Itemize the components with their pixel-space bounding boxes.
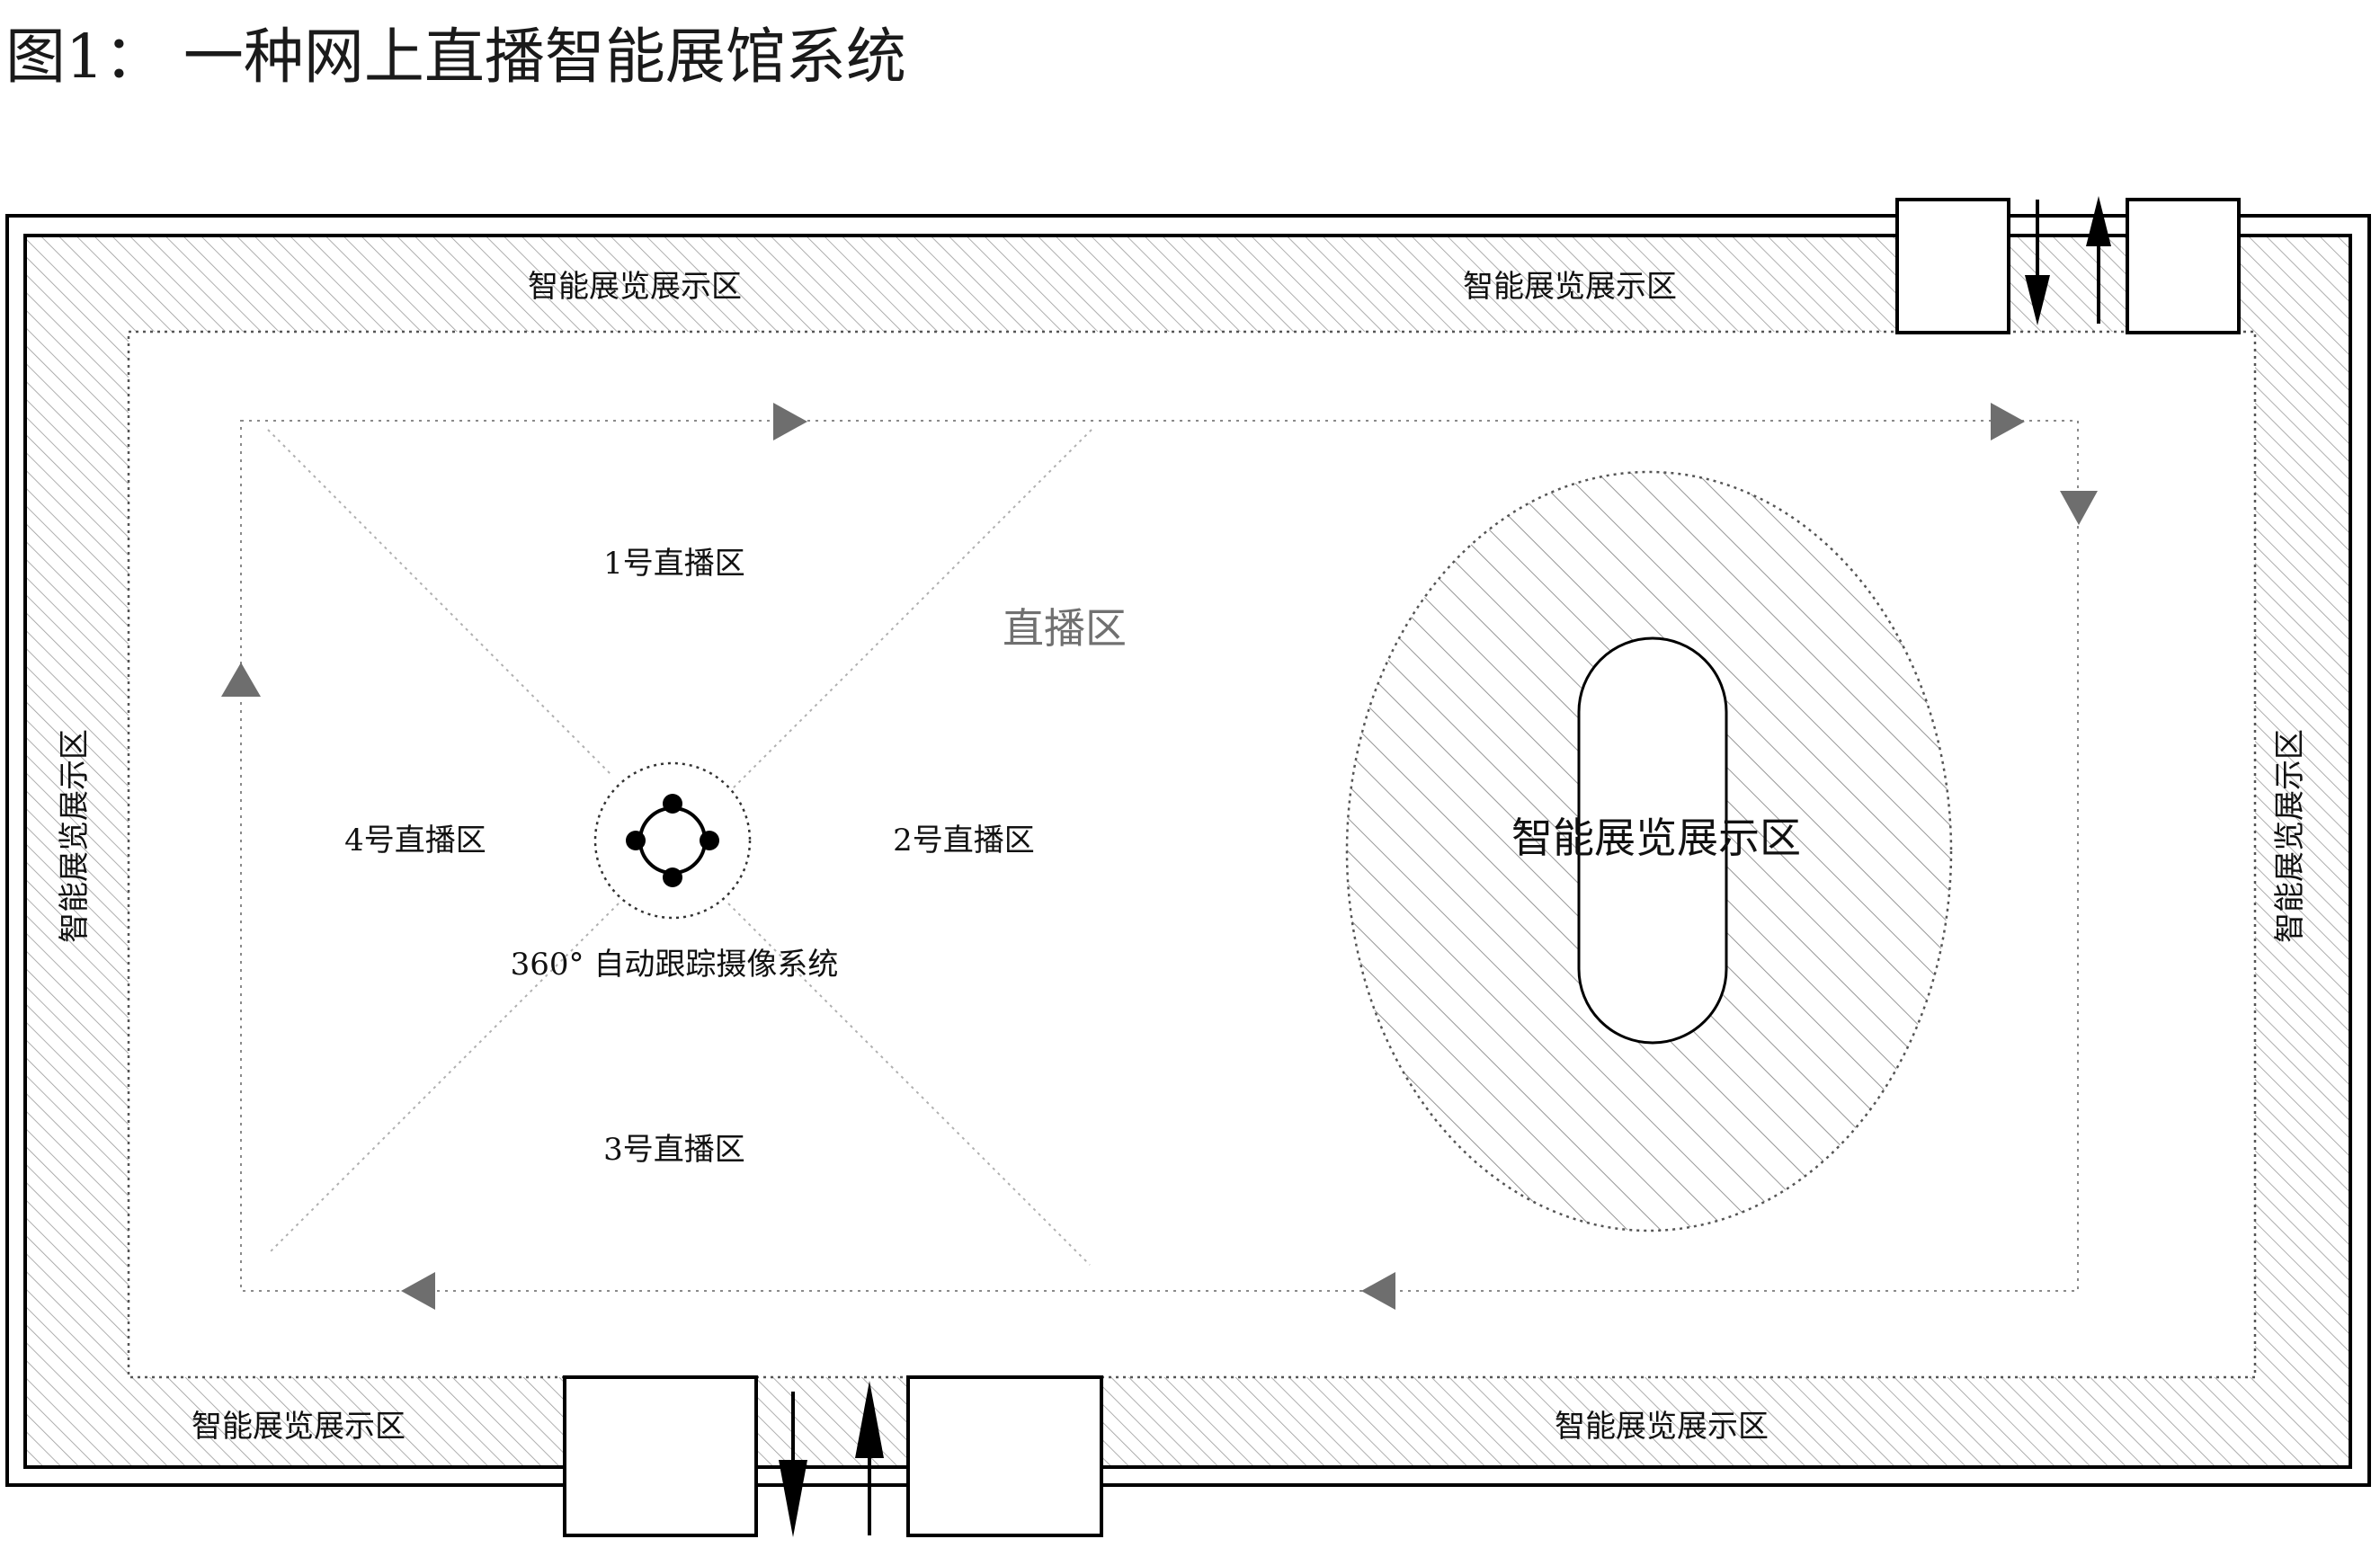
exhibit-label-top-left: 智能展览展示区	[528, 269, 742, 305]
camera-icon	[638, 806, 707, 875]
circulation-path	[240, 420, 2079, 1292]
door-box	[1895, 198, 2010, 334]
arrow-down-icon	[2060, 491, 2098, 525]
arrow-left-icon	[1361, 1272, 1395, 1310]
right-exhibit-band	[2255, 332, 2350, 1377]
exhibit-stage	[1577, 636, 1728, 1045]
live-zone-4-label: 4号直播区	[344, 823, 486, 859]
exhibit-label-top-right: 智能展览展示区	[1463, 269, 1677, 305]
exhibit-label-left: 智能展览展示区	[57, 729, 93, 943]
arrow-up-icon	[221, 663, 261, 697]
diagram-title: 图1： 一种网上直播智能展馆系统	[5, 22, 906, 92]
inner-wall	[23, 234, 2352, 1469]
bottom-exhibit-band	[25, 1377, 2350, 1467]
exhibit-label-bottom-right: 智能展览展示区	[1555, 1409, 1769, 1445]
camera-system-label: 360° 自动跟踪摄像系统	[511, 947, 839, 983]
central-exhibit-area	[1345, 470, 1953, 1232]
up-arrow-icon	[855, 1381, 884, 1458]
exhibit-label-bottom-left: 智能展览展示区	[192, 1409, 406, 1445]
live-zone-1-label: 1号直播区	[603, 546, 745, 582]
live-zone-dividers	[267, 429, 1092, 1266]
arrow-left-icon	[401, 1272, 435, 1310]
exhibit-label-right: 智能展览展示区	[2272, 729, 2308, 943]
live-zone-3-label: 3号直播区	[603, 1132, 745, 1168]
arrow-right-icon	[773, 403, 807, 440]
door-box	[563, 1375, 758, 1537]
door-box	[906, 1375, 1103, 1537]
live-zone-2-label: 2号直播区	[893, 823, 1035, 859]
exhibit-hall-boundary	[127, 330, 2257, 1379]
arrow-right-icon	[1991, 403, 2025, 440]
up-arrow-icon	[2086, 196, 2111, 246]
bottom-doors	[563, 1375, 1103, 1537]
outer-wall	[5, 214, 2371, 1487]
live-zone-title: 直播区	[1003, 604, 1127, 653]
door-box	[2126, 198, 2241, 334]
central-exhibit-label: 智能展览展示区	[1511, 814, 1801, 862]
down-arrow-icon	[2025, 275, 2050, 325]
left-exhibit-band	[25, 332, 129, 1377]
camera-system	[593, 761, 752, 920]
top-doors	[1895, 196, 2241, 334]
flow-arrows	[221, 403, 2098, 1310]
down-arrow-icon	[779, 1460, 807, 1537]
